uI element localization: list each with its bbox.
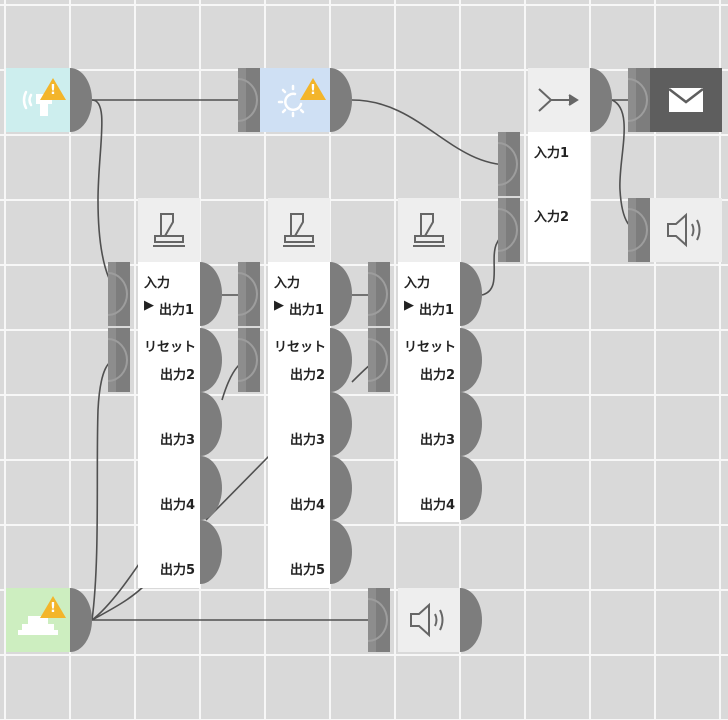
switch-2-output-5-port[interactable]: [330, 520, 352, 584]
switch-2-active-arrow: ▶: [274, 298, 284, 313]
switch-2-output-3-port[interactable]: [330, 392, 352, 456]
lever-switch-node-2[interactable]: 入力 ▶ 出力1 リセット 出力2 出力3 出力4 出力5: [238, 198, 358, 590]
switch-2-input-label: 入力: [274, 276, 301, 291]
switch-3-output-4-port[interactable]: [460, 456, 482, 520]
switch-1-output-4-port[interactable]: [200, 456, 222, 520]
button-output-port[interactable]: [70, 588, 92, 652]
wire-button-to-switch1-out5: [91, 584, 146, 621]
weather-output-port[interactable]: [330, 68, 352, 132]
warning-icon: !: [40, 78, 66, 100]
switch-1-output-5-label: 出力5: [160, 563, 196, 578]
switch-1-output-2-label: 出力2: [160, 368, 196, 383]
mail-node[interactable]: [628, 68, 728, 134]
switch-3-tile: [398, 198, 460, 262]
switch-2-reset-label: リセット: [274, 340, 327, 355]
switch-3-body: [398, 262, 460, 522]
switch-2-reset-port[interactable]: [238, 328, 260, 392]
weather-tile: !: [260, 68, 330, 132]
switch-2-output-2-label: 出力2: [290, 368, 326, 383]
switch-3-output-3-port[interactable]: [460, 392, 482, 456]
merge-input-1-label: 入力1: [534, 146, 570, 161]
sensor-tile: !: [6, 68, 70, 132]
warning-icon: !: [300, 78, 326, 100]
switch-1-body: [138, 262, 200, 588]
speaker-bottom-node[interactable]: [368, 588, 488, 654]
switch-3-input-port[interactable]: [368, 262, 390, 326]
wire-weather-to-merge-in1: [351, 99, 511, 166]
switch-1-output-5-port[interactable]: [200, 520, 222, 584]
envelope-icon: [668, 88, 704, 112]
merge-arrows-icon: [538, 88, 579, 112]
switch-1-output-3-label: 出力3: [160, 433, 196, 448]
mail-input-port[interactable]: [628, 68, 650, 132]
switch-2-input-port[interactable]: [238, 262, 260, 326]
switch-3-output-4-label: 出力4: [420, 498, 456, 513]
switch-2-output-5-label: 出力5: [290, 563, 326, 578]
merge-body: [528, 132, 590, 262]
sensor-output-port[interactable]: [70, 68, 92, 132]
speaker-top-input-port[interactable]: [628, 198, 650, 262]
switch-2-output-3-label: 出力3: [290, 433, 326, 448]
speaker-top-node[interactable]: [628, 198, 728, 264]
switch-3-input-label: 入力: [404, 276, 431, 291]
switch-1-tile: [138, 198, 200, 262]
speaker-bottom-output-port[interactable]: [460, 588, 482, 652]
switch-3-reset-port[interactable]: [368, 328, 390, 392]
switch-2-output-2-port[interactable]: [330, 328, 352, 392]
switch-3-output-1-port[interactable]: [460, 262, 482, 326]
lever-switch-node-3[interactable]: 入力 ▶ 出力1 リセット 出力2 出力3 出力4: [368, 198, 488, 524]
switch-2-output-1-port[interactable]: [330, 262, 352, 326]
switch-1-output-3-port[interactable]: [200, 392, 222, 456]
switch-1-output-2-port[interactable]: [200, 328, 222, 392]
merge-input-1-port[interactable]: [498, 132, 520, 196]
weather-input-port[interactable]: [238, 68, 260, 132]
switch-2-output-4-port[interactable]: [330, 456, 352, 520]
merge-output-port[interactable]: [590, 68, 612, 132]
speaker-bottom-tile: [398, 588, 460, 652]
switch-1-output-4-label: 出力4: [160, 498, 196, 513]
switch-1-reset-label: リセット: [144, 340, 197, 355]
speaker-bottom-input-port[interactable]: [368, 588, 390, 652]
switch-1-input-port[interactable]: [108, 262, 130, 326]
lever-switch-node-1[interactable]: 入力 ▶ 出力1 リセット 出力2 出力3 出力4 出力5: [108, 198, 228, 590]
mail-tile: [650, 68, 722, 132]
switch-2-output-4-label: 出力4: [290, 498, 326, 513]
switch-1-reset-port[interactable]: [108, 328, 130, 392]
switch-3-output-2-label: 出力2: [420, 368, 456, 383]
button-tile: !: [6, 588, 70, 652]
switch-3-active-arrow: ▶: [404, 298, 414, 313]
weather-sun-icon: [277, 84, 305, 118]
speaker-top-tile: [650, 198, 722, 262]
sensor-node[interactable]: !: [6, 68, 96, 134]
speaker-icon: [410, 602, 444, 638]
switch-1-input-label: 入力: [144, 276, 171, 291]
switch-1-output-1-port[interactable]: [200, 262, 222, 326]
speaker-icon: [667, 212, 701, 248]
switch-2-body: [268, 262, 330, 588]
warning-icon: !: [40, 596, 66, 618]
lever-switch-icon: [283, 213, 315, 247]
switch-3-output-2-port[interactable]: [460, 328, 482, 392]
switch-3-output-1-label: 出力1: [419, 303, 455, 318]
merge-node[interactable]: 入力1 入力2: [498, 68, 618, 264]
switch-2-tile: [268, 198, 330, 262]
switch-3-reset-label: リセット: [404, 340, 457, 355]
merge-input-2-label: 入力2: [534, 210, 570, 225]
switch-1-output-1-label: 出力1: [159, 303, 195, 318]
button-press-icon: [18, 616, 58, 635]
weather-node[interactable]: !: [238, 68, 358, 134]
switch-1-active-arrow: ▶: [144, 298, 154, 313]
button-node[interactable]: !: [6, 588, 96, 654]
merge-input-2-port[interactable]: [498, 198, 520, 262]
switch-3-output-3-label: 出力3: [420, 433, 456, 448]
lever-switch-icon: [413, 213, 445, 247]
lever-switch-icon: [153, 213, 185, 247]
switch-2-output-1-label: 出力1: [289, 303, 325, 318]
merge-tile: [528, 68, 590, 132]
